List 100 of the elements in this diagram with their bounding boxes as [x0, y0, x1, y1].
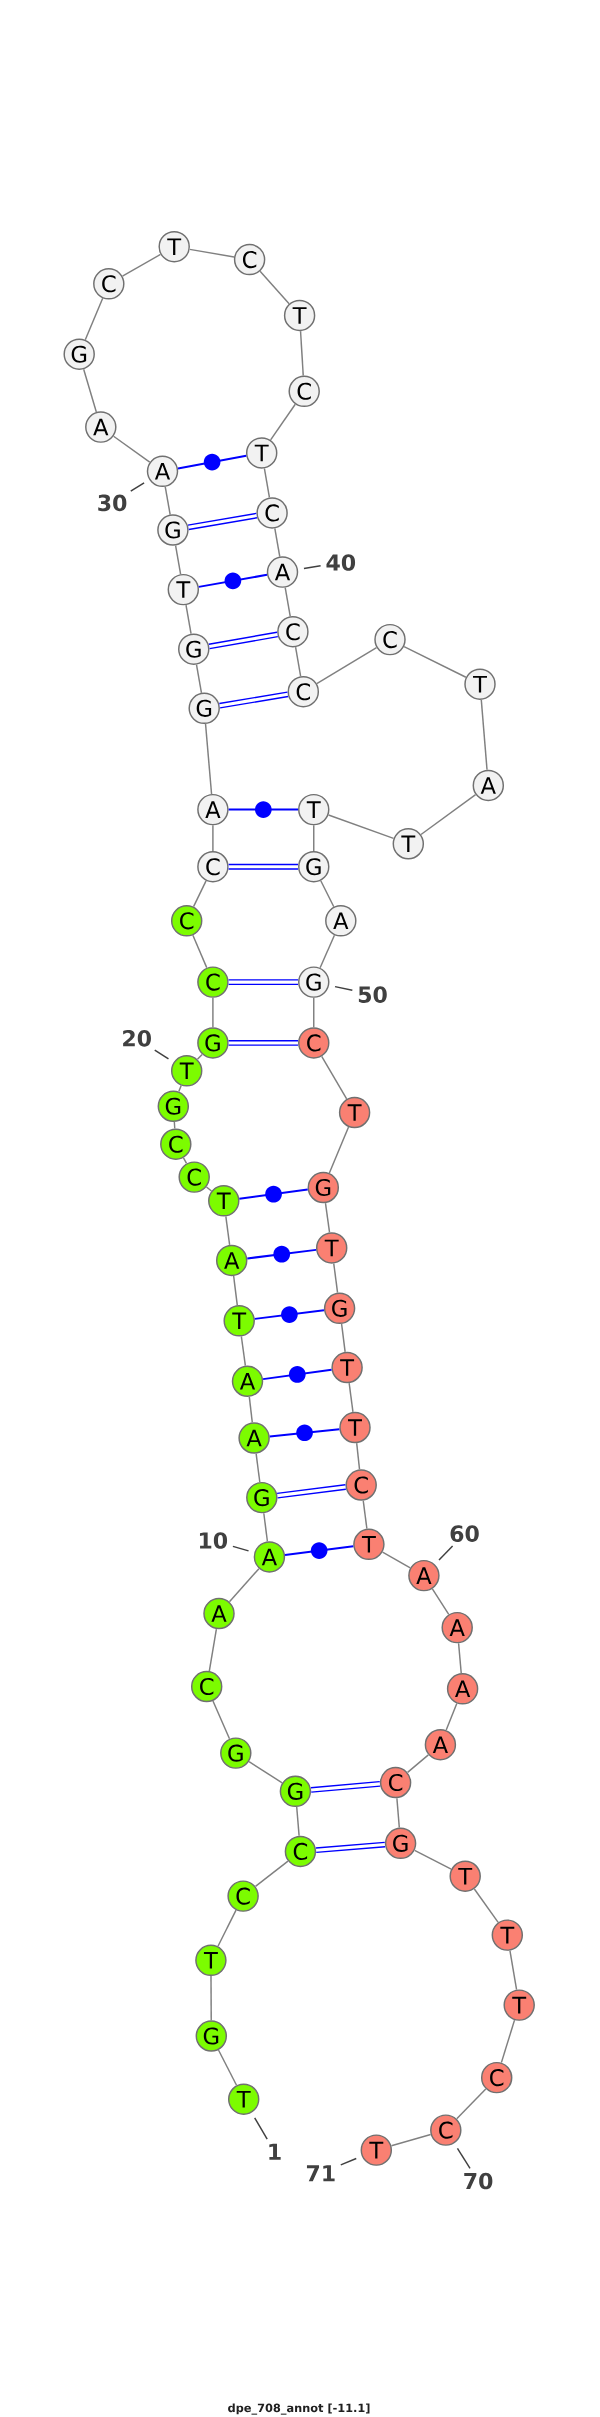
backbone-line [232, 1275, 238, 1306]
backbone-line [327, 814, 395, 840]
backbone-line [284, 586, 291, 617]
backbone-line [457, 1642, 462, 1674]
base-pair-line [227, 801, 299, 818]
backbone-line [480, 699, 488, 771]
leader-line [456, 2147, 471, 2170]
backbone-line [509, 1949, 518, 1991]
backbone-line [381, 1551, 411, 1569]
backbone-line [313, 997, 315, 1028]
position-number: 70 [464, 2172, 493, 2190]
backbone-line [324, 1202, 331, 1234]
backbone-line [185, 604, 192, 635]
backbone-line [178, 1084, 182, 1093]
backbone-line [212, 997, 214, 1028]
leader-line [334, 985, 354, 992]
backbone-line [259, 270, 290, 305]
base-pair-line [228, 863, 298, 870]
leader-line [253, 2117, 268, 2140]
base-pair-line [253, 1306, 325, 1323]
leader-line [154, 1049, 170, 1060]
backbone-line [174, 544, 182, 575]
backbone-line [192, 880, 207, 908]
backbone-line [319, 934, 336, 969]
position-number: 1 [269, 2143, 281, 2160]
backbone-line [263, 1512, 269, 1543]
base-pair-line [277, 1484, 346, 1499]
base-pair-line [310, 1780, 381, 1793]
base-pair-line [176, 453, 248, 471]
backbone-line [212, 824, 214, 852]
base-pair-line [246, 1245, 318, 1263]
position-number: 50 [358, 986, 387, 1003]
position-number: 10 [200, 1532, 228, 1549]
backbone-line [228, 1567, 260, 1603]
backbone-line [445, 1702, 458, 1731]
backbone-line [333, 1262, 339, 1294]
backbone-line [316, 647, 378, 685]
backbone-line [294, 646, 302, 677]
backbone-line [248, 1760, 283, 1784]
leader-line [303, 565, 322, 570]
base-pair-line [219, 691, 289, 709]
backbone-line [473, 1888, 499, 1924]
leader-line [438, 1545, 454, 1561]
backbone-line [255, 1452, 261, 1483]
backbone-line [406, 1754, 430, 1774]
backbone-line [84, 297, 104, 341]
backbone-line [320, 880, 335, 908]
backbone-line [205, 1186, 213, 1192]
backbone-line [500, 2019, 516, 2064]
base-pair-line [228, 979, 298, 986]
backbone-line [248, 1396, 254, 1424]
position-number: 20 [123, 1030, 151, 1047]
backbone-line [348, 1382, 354, 1413]
backbone-line [208, 1628, 218, 1672]
base-pair-line [187, 512, 258, 531]
backbone-line [420, 793, 477, 836]
backbone-line [456, 2088, 487, 2120]
base-pair-line [228, 1040, 298, 1046]
backbone-line [204, 723, 213, 795]
base-pair-line [284, 1542, 355, 1559]
backbone-line [192, 934, 208, 969]
backbone-line [112, 435, 151, 463]
leader-line [130, 482, 145, 492]
backbone-line [164, 486, 171, 516]
backbone-line [299, 330, 304, 377]
backbone-line [396, 1797, 401, 1829]
backbone-line [431, 1588, 450, 1616]
backbone-line [355, 1442, 361, 1471]
backbone-line [390, 2133, 432, 2147]
position-number: 30 [98, 494, 127, 512]
backbone-line [173, 1121, 176, 1130]
backbone-line [212, 1700, 231, 1740]
leader-line [340, 2157, 357, 2166]
base-pair-line [268, 1424, 341, 1442]
backbone-line [182, 1157, 188, 1165]
backbone-line [263, 467, 271, 499]
backbone-line [82, 368, 98, 413]
backbone-line [188, 248, 235, 258]
backbone-line [413, 1849, 452, 1870]
backbone-line [313, 824, 315, 852]
backbone-line [295, 1806, 300, 1837]
base-pair-line [315, 1841, 386, 1854]
backbone-line [217, 2049, 238, 2086]
position-number: 40 [326, 554, 356, 571]
base-pair-line [238, 1185, 309, 1203]
backbone-line [362, 1499, 368, 1530]
backbone-line [340, 1323, 346, 1353]
backbone-line [121, 253, 162, 277]
backbone-line [254, 1860, 289, 1888]
base-pair-line [208, 631, 278, 650]
leader-line [232, 1545, 250, 1552]
backbone-line [269, 403, 296, 441]
backbone-line [321, 1055, 348, 1100]
backbone-line [328, 1126, 350, 1174]
backbone-line [196, 1053, 203, 1061]
backbone-line [240, 1335, 247, 1367]
position-number: 60 [450, 1525, 479, 1542]
position-number: 71 [306, 2165, 335, 2182]
backbone-line [210, 1975, 212, 2022]
caption: dpe_708_annot [-11.1] [228, 2403, 370, 2415]
